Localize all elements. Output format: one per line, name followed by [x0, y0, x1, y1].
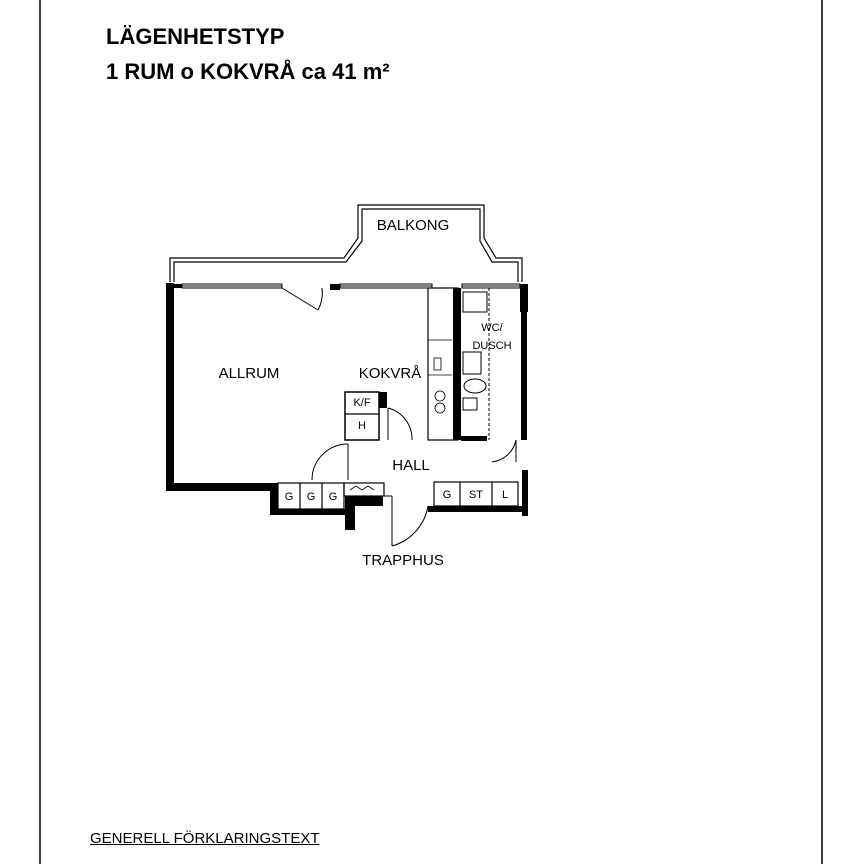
- closet-label: L: [502, 489, 508, 501]
- closet-label: G: [285, 491, 294, 503]
- closet-label: G: [443, 489, 452, 501]
- balcony-door: [281, 287, 323, 311]
- legend-title: GENERELL FÖRKLARINGSTEXT: [90, 830, 320, 847]
- closet-label: G: [307, 491, 316, 503]
- entrance-door: [383, 495, 429, 547]
- closet-label: G: [329, 491, 338, 503]
- stairwell-label: TRAPPHUS: [362, 552, 444, 569]
- windows: [181, 283, 521, 289]
- living-room-label: ALLRUM: [219, 365, 280, 382]
- apartment-size-subtitle: 1 RUM o KOKVRÅ ca 41 m²: [106, 59, 390, 84]
- balcony-label: BALKONG: [377, 217, 450, 234]
- interior-walls: [344, 287, 487, 441]
- wc-label: WC/: [481, 322, 503, 334]
- outer-walls: [166, 283, 528, 530]
- interior-doors: [311, 407, 413, 481]
- closets-right: [433, 481, 519, 507]
- closets-left: [277, 482, 385, 510]
- wc-label-2: DUSCH: [472, 340, 511, 352]
- fridge-label: K/F: [353, 397, 370, 409]
- balcony: [169, 204, 523, 282]
- closet-label: ST: [469, 489, 483, 501]
- hob-label: H: [358, 420, 366, 432]
- bathroom-fixtures: [462, 288, 517, 463]
- apartment-type-title: LÄGENHETSTYP: [106, 24, 285, 49]
- hall-label: HALL: [392, 457, 430, 474]
- kitchen-label: KOKVRÅ: [359, 365, 422, 382]
